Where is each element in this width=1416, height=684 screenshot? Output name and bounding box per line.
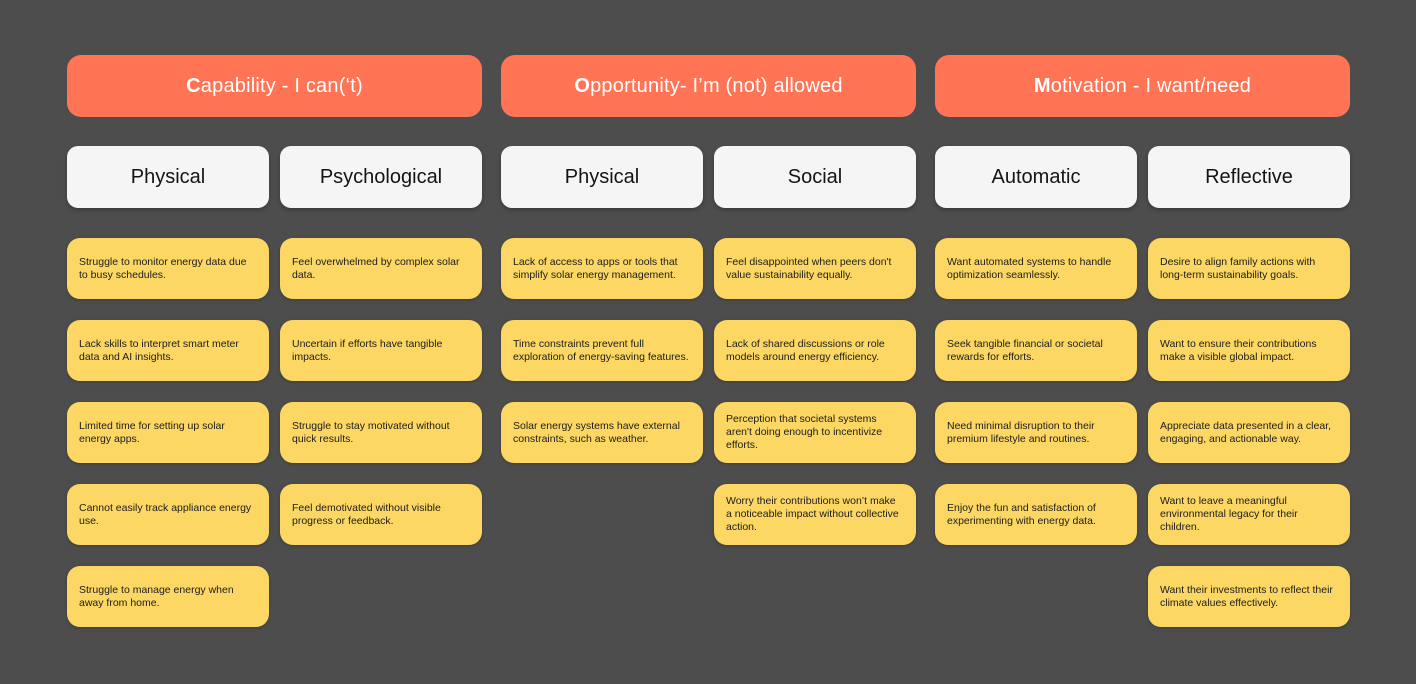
notes-capability-psychological: Feel overwhelmed by complex solar data. … xyxy=(280,238,482,545)
sticky-note[interactable]: Worry their contributions won’t make a n… xyxy=(714,484,916,545)
sticky-note[interactable]: Struggle to stay motivated without quick… xyxy=(280,402,482,463)
sticky-note[interactable]: Solar energy systems have external const… xyxy=(501,402,703,463)
header-text: otivation - I want/need xyxy=(1050,74,1252,97)
subheader-opportunity-social[interactable]: Social xyxy=(714,146,916,208)
column-capability-physical: Physical Struggle to monitor energy data… xyxy=(67,146,269,627)
sticky-note[interactable]: Want their investments to reflect their … xyxy=(1148,566,1350,627)
sticky-note[interactable]: Feel disappointed when peers don't value… xyxy=(714,238,916,299)
sticky-note[interactable]: Limited time for setting up solar energy… xyxy=(67,402,269,463)
sticky-note[interactable]: Feel overwhelmed by complex solar data. xyxy=(280,238,482,299)
sticky-note[interactable]: Want to ensure their contributions make … xyxy=(1148,320,1350,381)
sticky-note[interactable]: Struggle to monitor energy data due to b… xyxy=(67,238,269,299)
subheader-capability-physical[interactable]: Physical xyxy=(67,146,269,208)
subheader-motivation-reflective[interactable]: Reflective xyxy=(1148,146,1350,208)
header-bold-letter: C xyxy=(186,74,201,97)
column-opportunity-physical: Physical Lack of access to apps or tools… xyxy=(501,146,703,463)
notes-opportunity-social: Feel disappointed when peers don't value… xyxy=(714,238,916,545)
sticky-note[interactable]: Want to leave a meaningful environmental… xyxy=(1148,484,1350,545)
notes-opportunity-physical: Lack of access to apps or tools that sim… xyxy=(501,238,703,463)
column-motivation-automatic: Automatic Want automated systems to hand… xyxy=(935,146,1137,545)
notes-motivation-reflective: Desire to align family actions with long… xyxy=(1148,238,1350,627)
sticky-note[interactable]: Seek tangible financial or societal rewa… xyxy=(935,320,1137,381)
subheader-capability-psychological[interactable]: Psychological xyxy=(280,146,482,208)
sticky-note[interactable]: Feel demotivated without visible progres… xyxy=(280,484,482,545)
header-text: apability - I can(‘t) xyxy=(200,74,363,97)
notes-motivation-automatic: Want automated systems to handle optimiz… xyxy=(935,238,1137,545)
sticky-note[interactable]: Lack skills to interpret smart meter dat… xyxy=(67,320,269,381)
sticky-note[interactable]: Enjoy the fun and satisfaction of experi… xyxy=(935,484,1137,545)
sticky-note[interactable]: Lack of shared discussions or role model… xyxy=(714,320,916,381)
sticky-note[interactable]: Cannot easily track appliance energy use… xyxy=(67,484,269,545)
sticky-note[interactable]: Want automated systems to handle optimiz… xyxy=(935,238,1137,299)
sticky-note[interactable]: Lack of access to apps or tools that sim… xyxy=(501,238,703,299)
notes-capability-physical: Struggle to monitor energy data due to b… xyxy=(67,238,269,627)
header-bold-letter: O xyxy=(574,74,591,97)
sticky-note[interactable]: Need minimal disruption to their premium… xyxy=(935,402,1137,463)
sticky-note[interactable]: Perception that societal systems aren't … xyxy=(714,402,916,463)
sticky-note[interactable]: Uncertain if efforts have tangible impac… xyxy=(280,320,482,381)
header-text: pportunity- I’m (not) allowed xyxy=(590,74,843,97)
sticky-note[interactable]: Struggle to manage energy when away from… xyxy=(67,566,269,627)
sticky-note[interactable]: Appreciate data presented in a clear, en… xyxy=(1148,402,1350,463)
sticky-note[interactable]: Desire to align family actions with long… xyxy=(1148,238,1350,299)
subheader-motivation-automatic[interactable]: Automatic xyxy=(935,146,1137,208)
column-motivation-reflective: Reflective Desire to align family action… xyxy=(1148,146,1350,627)
sticky-note[interactable]: Time constraints prevent full exploratio… xyxy=(501,320,703,381)
header-bold-letter: M xyxy=(1033,74,1051,97)
column-capability-psychological: Psychological Feel overwhelmed by comple… xyxy=(280,146,482,545)
column-opportunity-social: Social Feel disappointed when peers don'… xyxy=(714,146,916,545)
subheader-opportunity-physical[interactable]: Physical xyxy=(501,146,703,208)
